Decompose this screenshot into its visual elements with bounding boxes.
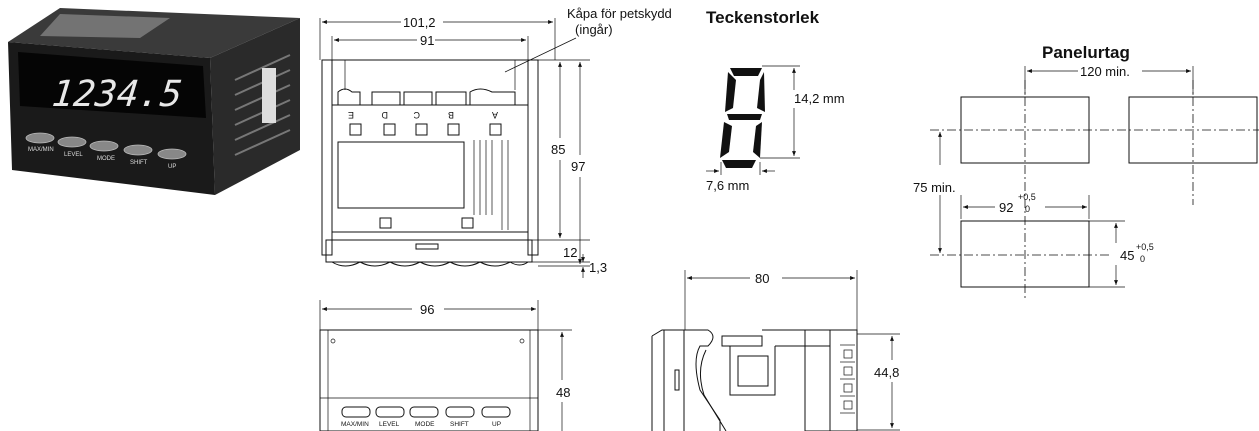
product-photo: 1234.5 MAX/MIN LEVEL MODE SHIFT UP bbox=[8, 8, 300, 195]
dim-75-min: 75 min. bbox=[913, 180, 956, 195]
dim-48: 48 bbox=[556, 385, 570, 400]
panel-btn-label: MAX/MIN bbox=[341, 421, 369, 428]
dim-85: 85 bbox=[551, 142, 565, 157]
terminal-letter: E bbox=[348, 110, 354, 120]
dim-45: 45 bbox=[1120, 248, 1134, 263]
dim-44-8: 44,8 bbox=[874, 365, 899, 380]
panel-btn-label: UP bbox=[492, 421, 501, 428]
char-height: 14,2 mm bbox=[794, 91, 845, 106]
panel-btn-label: LEVEL bbox=[379, 421, 400, 428]
dim-92-tol-lower: 0 bbox=[1025, 204, 1030, 214]
photo-btn-label: MODE bbox=[97, 156, 115, 162]
dim-101-2: 101,2 bbox=[403, 15, 436, 30]
dim-91: 91 bbox=[420, 33, 434, 48]
char-width: 7,6 mm bbox=[706, 178, 749, 193]
panel-btn-label: SHIFT bbox=[450, 421, 469, 428]
panel-cutout-title: Panelurtag bbox=[1042, 43, 1130, 62]
cover-label: Kåpa för petskydd bbox=[567, 6, 672, 21]
photo-btn-label: SHIFT bbox=[130, 160, 148, 166]
dim-97: 97 bbox=[571, 159, 585, 174]
char-size: Teckenstorlek 14,2 mm 7,6 mm bbox=[706, 8, 845, 193]
dim-45-tol-upper: +0,5 bbox=[1136, 242, 1154, 252]
dim-45-tol-lower: 0 bbox=[1140, 254, 1145, 264]
display-digits: 1234.5 bbox=[50, 73, 184, 115]
photo-btn-label: UP bbox=[168, 164, 176, 170]
panel-front-view: 96 MAX/MIN LEVEL MODE SHIFT UP 48 bbox=[319, 300, 572, 431]
terminal-letter: C bbox=[413, 110, 420, 120]
panel-btn-label: MODE bbox=[415, 421, 435, 428]
photo-btn-label: LEVEL bbox=[64, 152, 83, 158]
dim-96: 96 bbox=[420, 302, 434, 317]
dim-92: 92 bbox=[999, 200, 1013, 215]
dim-1-3: 1,3 bbox=[589, 260, 607, 275]
dim-80: 80 bbox=[755, 271, 769, 286]
front-view: 101,2 91 Kåpa för petskydd (ingår) E D C… bbox=[319, 6, 672, 278]
cover-label-2: (ingår) bbox=[575, 22, 613, 37]
dim-92-tol-upper: +0,5 bbox=[1018, 192, 1036, 202]
terminal-letter: A bbox=[492, 110, 498, 120]
terminal-letter: D bbox=[381, 110, 388, 120]
terminal-letter: B bbox=[448, 110, 454, 120]
panel-cutout: Panelurtag 120 min. 75 min. 92 +0,5 0 45… bbox=[913, 43, 1259, 300]
dim-120-min: 120 min. bbox=[1080, 64, 1130, 79]
photo-btn-label: MAX/MIN bbox=[28, 147, 54, 153]
dim-12: 12 bbox=[563, 245, 577, 260]
side-view: 80 44,8 bbox=[651, 270, 900, 431]
char-size-title: Teckenstorlek bbox=[706, 8, 820, 27]
